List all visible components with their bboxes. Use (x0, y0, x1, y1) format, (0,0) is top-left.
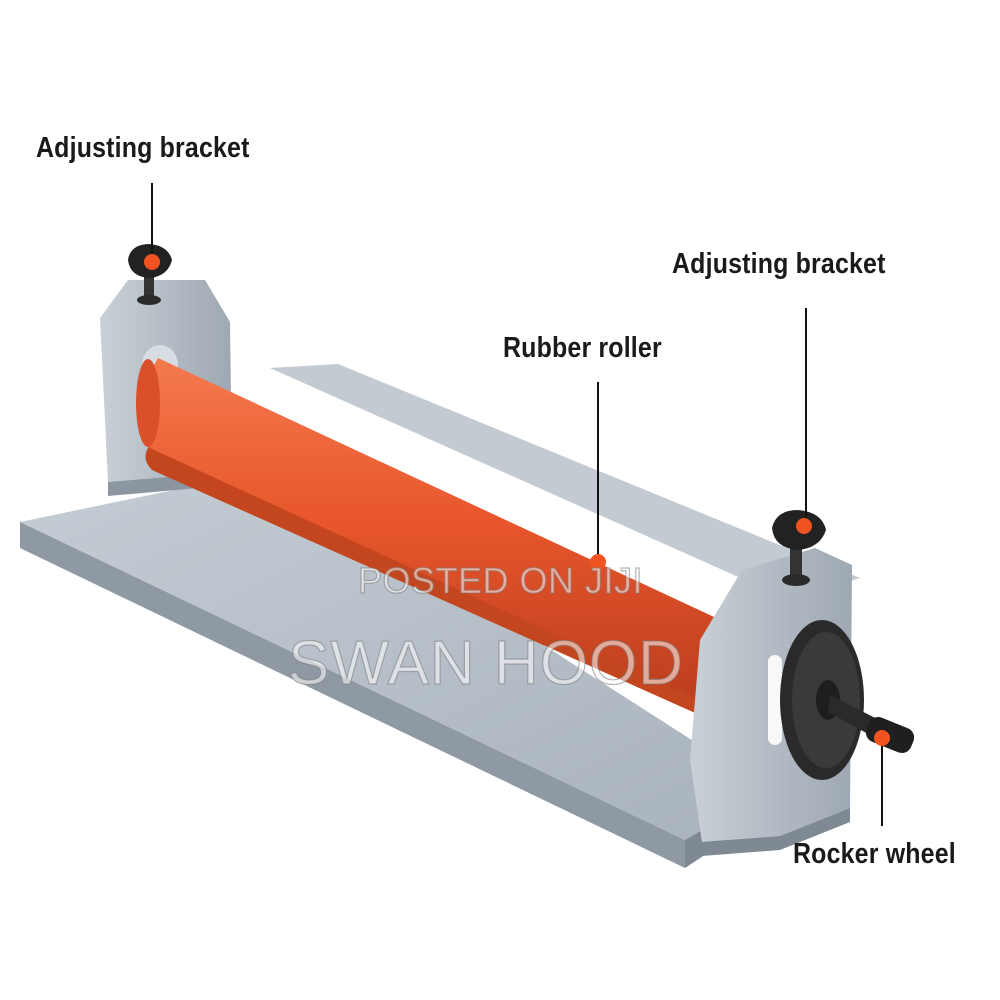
marker-dot-wheel (874, 730, 890, 746)
rubber-roller (136, 358, 751, 718)
rocker-wheel (780, 620, 915, 780)
label-rubber-roller: Rubber roller (503, 332, 662, 364)
leader-lines (151, 183, 883, 826)
label-adjusting-bracket-left: Adjusting bracket (36, 132, 250, 164)
marker-dot-right-bracket (796, 518, 812, 534)
marker-dot-left-bracket (144, 254, 160, 270)
top-board (270, 364, 860, 600)
label-rocker-wheel: Rocker wheel (793, 838, 956, 870)
lower-roller (145, 445, 729, 725)
marker-dot-roller (590, 554, 606, 570)
marker-dots (144, 254, 890, 746)
label-adjusting-bracket-right: Adjusting bracket (672, 248, 886, 280)
